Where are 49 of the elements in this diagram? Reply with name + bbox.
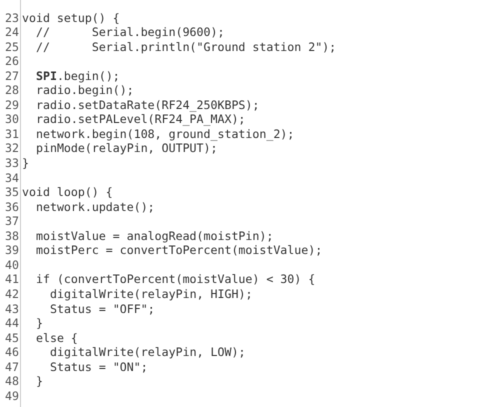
code-line: // Serial.println("Ground station 2"); <box>36 40 336 54</box>
code-line: radio.setPALevel(RF24_PA_MAX); <box>36 112 246 127</box>
line-number: 28 <box>4 83 19 98</box>
line-number: 45 <box>4 330 19 346</box>
code-line: radio.setDataRate(RF24_250KBPS); <box>36 98 260 112</box>
code-line: SPI.begin(); <box>36 68 120 84</box>
code-line: pinMode(relayPin, OUTPUT); <box>36 141 218 156</box>
code-line: void setup() { <box>22 10 120 25</box>
code-line: Status = "ON"; <box>50 360 148 374</box>
code-line: if (convertToPercent(moistValue) < 30) { <box>36 272 316 287</box>
line-number: 32 <box>4 141 19 156</box>
code-line: digitalWrite(relayPin, LOW); <box>50 345 246 360</box>
line-number: 27 <box>4 68 19 84</box>
line-number: 24 <box>4 25 19 40</box>
code-line: moistPerc = convertToPercent(moistValue); <box>36 243 322 258</box>
line-number: 26 <box>4 54 19 69</box>
line-number: 38 <box>4 228 19 244</box>
code-line: } <box>22 156 29 170</box>
code-line: // Serial.begin(9600); <box>36 25 224 40</box>
line-number: 36 <box>4 200 19 214</box>
code-line: digitalWrite(relayPin, HIGH); <box>50 286 252 302</box>
line-number: 48 <box>4 374 19 389</box>
code-line: } <box>36 316 43 331</box>
line-number: 47 <box>4 360 19 374</box>
code-line: network.update(); <box>36 200 155 214</box>
line-number: 43 <box>4 302 19 316</box>
code-line: network.begin(108, ground_station_2); <box>36 126 294 142</box>
line-number: 23 <box>4 10 19 25</box>
code-line: Status = "OFF"; <box>50 302 155 316</box>
line-number: 35 <box>4 185 19 200</box>
line-number: 29 <box>4 98 19 112</box>
line-number: 44 <box>4 316 19 331</box>
code-line: void loop() { <box>22 185 113 200</box>
line-number: 42 <box>4 286 19 302</box>
line-number: 41 <box>4 272 19 287</box>
line-number: 25 <box>4 40 19 54</box>
line-number: 46 <box>4 345 19 360</box>
line-number: 34 <box>4 170 19 186</box>
line-number: 40 <box>4 258 19 272</box>
code-line: radio.begin(); <box>36 83 134 98</box>
line-number: 33 <box>4 156 19 170</box>
line-number: 49 <box>4 388 19 404</box>
line-number: 31 <box>4 126 19 142</box>
code-line: } <box>36 374 43 389</box>
code-line: else { <box>36 330 78 346</box>
code-line: moistValue = analogRead(moistPin); <box>36 228 274 244</box>
line-number: 30 <box>4 112 19 127</box>
line-number: 39 <box>4 243 19 258</box>
line-number: 37 <box>4 214 19 229</box>
